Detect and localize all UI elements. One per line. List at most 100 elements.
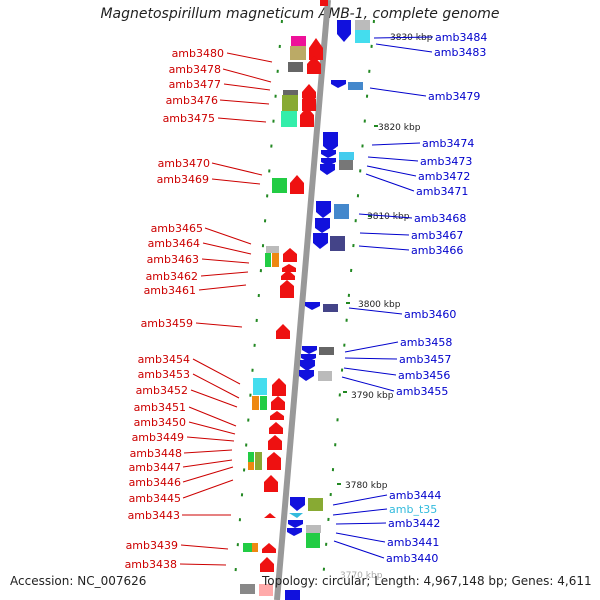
gene-label[interactable]: amb3454 <box>138 353 190 366</box>
gene-label[interactable]: amb3483 <box>434 46 486 59</box>
gene-label[interactable]: amb3443 <box>128 509 180 522</box>
gene-label[interactable]: amb3460 <box>404 308 456 321</box>
gene-label[interactable]: amb3453 <box>138 368 190 381</box>
gene-cds <box>348 82 363 90</box>
scale-label-3780: 3780 kbp <box>345 481 388 491</box>
gene-label[interactable]: amb3473 <box>420 155 472 168</box>
gene-label[interactable]: amb3447 <box>129 461 181 474</box>
gene-cds <box>288 62 303 72</box>
gene-cds <box>316 201 331 218</box>
gene-label[interactable]: amb3451 <box>134 401 186 414</box>
gene-cds <box>283 248 297 262</box>
gene-cds <box>259 584 273 596</box>
gene-cds <box>355 20 370 30</box>
gene-label[interactable]: amb3440 <box>386 552 438 565</box>
gene-cds <box>272 378 286 396</box>
forward-strand-features <box>240 0 328 596</box>
scale-label-3830: 3830 kbp <box>390 33 433 43</box>
gene-cds <box>281 111 297 127</box>
gene-label[interactable]: amb3484 <box>435 31 487 44</box>
gene-label[interactable]: amb3474 <box>422 137 474 150</box>
gene-label[interactable]: amb3480 <box>172 47 224 60</box>
track-guides <box>233 19 375 591</box>
gene-cds <box>287 528 302 536</box>
scale-ticks <box>337 125 378 485</box>
gene-label[interactable]: amb3477 <box>169 78 221 91</box>
gene-label[interactable]: amb3465 <box>151 222 203 235</box>
gene-label[interactable]: amb3464 <box>148 237 200 250</box>
gene-label[interactable]: amb3467 <box>411 229 463 242</box>
gene-cds <box>272 178 287 193</box>
gene-label[interactable]: amb3456 <box>398 369 450 382</box>
gene-label[interactable]: amb3449 <box>132 431 184 444</box>
gene-label[interactable]: amb3439 <box>126 539 178 552</box>
genome-backbone <box>274 0 331 600</box>
gene-label[interactable]: amb3446 <box>129 476 181 489</box>
gene-cds <box>248 462 254 470</box>
gene-cds <box>302 346 317 354</box>
gene-label[interactable]: amb3478 <box>169 63 221 76</box>
gene-label[interactable]: amb3476 <box>166 94 218 107</box>
gene-label[interactable]: amb3475 <box>163 112 215 125</box>
gene-cds <box>272 253 279 267</box>
gene-label[interactable]: amb3479 <box>428 90 480 103</box>
gene-cds <box>252 396 259 410</box>
gene-label[interactable]: amb3462 <box>146 270 198 283</box>
gene-cds <box>291 36 306 46</box>
right-gene-labels: amb3484 amb3483 amb3479 amb3474 amb3473 … <box>386 31 487 565</box>
gene-cds <box>319 347 334 355</box>
gene-cds <box>265 253 271 267</box>
gene-label[interactable]: amb3438 <box>125 558 177 571</box>
gene-cds <box>255 452 262 470</box>
gene-cds <box>307 56 321 74</box>
gene-label[interactable]: amb3461 <box>144 284 196 297</box>
gene-label[interactable]: amb3452 <box>136 384 188 397</box>
gene-cds <box>320 164 335 175</box>
scale-label-3790: 3790 kbp <box>351 391 394 401</box>
gene-cds <box>302 84 316 98</box>
gene-cds <box>305 302 320 310</box>
gene-cds <box>290 46 306 60</box>
gene-cds <box>264 475 278 492</box>
gene-label[interactable]: amb3444 <box>389 489 441 502</box>
gene-label[interactable]: amb3463 <box>147 253 199 266</box>
gene-cds <box>240 584 255 594</box>
gene-cds <box>355 30 370 43</box>
gene-label[interactable]: amb3468 <box>414 212 466 225</box>
gene-cds <box>252 543 258 552</box>
gene-cds <box>323 304 338 312</box>
gene-cds <box>268 435 282 450</box>
gene-cds <box>243 543 252 552</box>
gene-cds <box>300 107 314 127</box>
accession-text: Accession: NC_007626 <box>10 574 147 588</box>
gene-cds <box>320 0 328 6</box>
gene-label[interactable]: amb3459 <box>141 317 193 330</box>
gene-cds <box>283 90 298 95</box>
gene-cds <box>260 557 274 572</box>
gene-label[interactable]: amb3441 <box>387 536 439 549</box>
gene-label[interactable]: amb3448 <box>130 447 182 460</box>
trna-label[interactable]: amb_t35 <box>389 503 437 516</box>
right-leader-lines <box>332 36 434 559</box>
gene-label[interactable]: amb3471 <box>416 185 468 198</box>
gene-cds <box>315 218 330 233</box>
gene-cds <box>285 590 300 600</box>
gene-label[interactable]: amb3469 <box>157 173 209 186</box>
gene-label[interactable]: amb3470 <box>158 157 210 170</box>
gene-label[interactable]: amb3457 <box>399 353 451 366</box>
scale-label-3820: 3820 kbp <box>378 123 421 133</box>
gene-label[interactable]: amb3450 <box>134 416 186 429</box>
scale-label-3810: 3810 kbp <box>367 212 410 222</box>
gene-cds <box>253 378 267 395</box>
gene-label[interactable]: amb3466 <box>411 244 463 257</box>
genome-summary-text: Topology: circular; Length: 4,967,148 bp… <box>262 574 592 588</box>
gene-label[interactable]: amb3455 <box>396 385 448 398</box>
gene-label[interactable]: amb3472 <box>418 170 470 183</box>
gene-cds <box>339 160 353 170</box>
gene-label[interactable]: amb3445 <box>129 492 181 505</box>
gene-label[interactable]: amb3442 <box>388 517 440 530</box>
gene-cds <box>299 370 314 381</box>
scale-label-3800: 3800 kbp <box>358 300 401 310</box>
gene-label[interactable]: amb3458 <box>400 336 452 349</box>
